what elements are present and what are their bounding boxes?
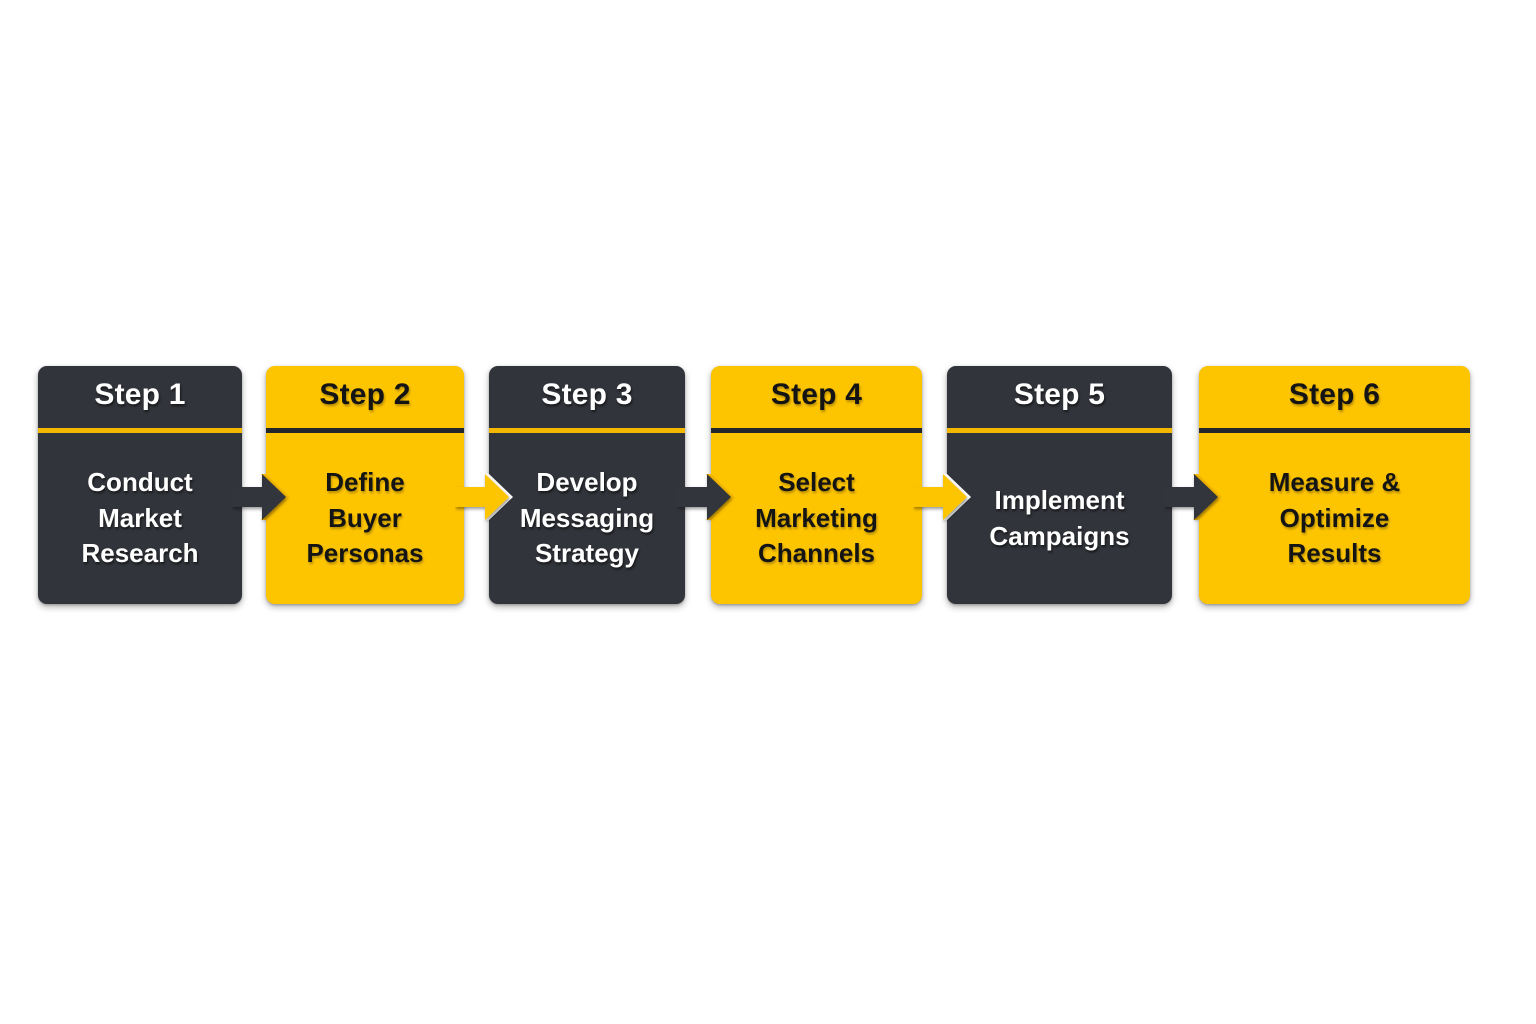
process-step-header-label-3: Step 3: [541, 378, 633, 411]
process-step-body-5: Implement Campaigns: [947, 433, 1172, 604]
process-step-header-label-2: Step 2: [319, 378, 411, 411]
process-step-header-label-4: Step 4: [770, 378, 863, 411]
process-step-header-3: Step 3: [489, 366, 685, 428]
process-step-body-label-1: Conduct Market Research: [81, 466, 199, 569]
process-step-body-4: Select Marketing Channels: [711, 433, 922, 604]
process-step-header-5: Step 5: [947, 366, 1172, 428]
process-step-body-2: Define Buyer Personas: [266, 433, 464, 604]
process-step-body-6: Measure & Optimize Results: [1199, 433, 1470, 604]
process-step-body-label-5: Implement Campaigns: [989, 484, 1130, 551]
process-step-header-4: Step 4: [711, 366, 922, 428]
process-step-header-label-6: Step 6: [1288, 378, 1381, 411]
process-step-divider-3: [489, 428, 685, 433]
process-step-header-label-5: Step 5: [1013, 378, 1106, 411]
process-step-card-5[interactable]: Step 5 Implement Campaigns: [947, 366, 1172, 604]
process-step-card-2[interactable]: Step 2 Define Buyer Personas: [266, 366, 464, 604]
process-step-divider-1: [38, 428, 242, 433]
process-step-body-3: Develop Messaging Strategy: [489, 433, 685, 604]
process-step-card-1[interactable]: Step 1 Conduct Market Research: [38, 366, 242, 604]
process-step-card-6[interactable]: Step 6 Measure & Optimize Results: [1199, 366, 1470, 604]
process-step-card-3[interactable]: Step 3 Develop Messaging Strategy: [489, 366, 685, 604]
process-step-divider-5: [947, 428, 1172, 433]
process-step-header-6: Step 6: [1199, 366, 1470, 428]
process-step-body-1: Conduct Market Research: [38, 433, 242, 604]
process-step-header-label-1: Step 1: [94, 378, 186, 411]
process-step-body-label-4: Select Marketing Channels: [755, 466, 878, 569]
process-step-divider-2: [266, 428, 464, 433]
process-step-divider-4: [711, 428, 922, 433]
process-step-row: Step 1 Conduct Market Research Step 2 Defin…: [0, 366, 1536, 606]
process-step-header-2: Step 2: [266, 366, 464, 428]
process-step-divider-6: [1199, 428, 1470, 433]
process-step-body-label-2: Define Buyer Personas: [306, 466, 424, 569]
process-step-card-4[interactable]: Step 4 Select Marketing Channels: [711, 366, 922, 604]
process-step-body-label-6: Measure & Optimize Results: [1268, 466, 1401, 569]
process-step-header-1: Step 1: [38, 366, 242, 428]
process-step-body-label-3: Develop Messaging Strategy: [519, 466, 655, 569]
